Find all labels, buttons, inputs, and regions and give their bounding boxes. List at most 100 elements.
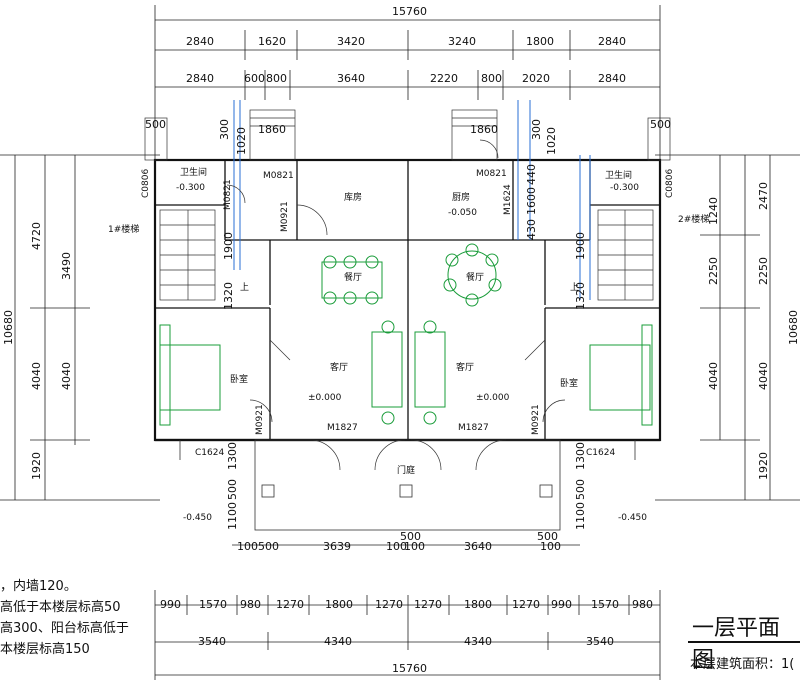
dim-porch-4: 100 [404,540,425,553]
note-line-3: 本楼层标高150 [0,642,90,657]
stairs-left [159,209,216,301]
dim-1320-right: 1320 [574,282,587,310]
note-line-2: 高300、阳台标高低于 [0,621,129,636]
dim-top-1860-left: 1860 [258,123,286,136]
dim-top-r2-5: 800 [481,72,502,85]
dim-top-r1-0: 2840 [186,35,214,48]
door-swings [226,139,566,471]
dim-porch-3: 100 [386,540,407,553]
dim-1020-left: 1020 [235,127,248,155]
living-left-label: 客厅 [330,361,348,373]
bottom-dimension-texts: 990 1570 980 1270 1800 1270 1270 1800 12… [160,530,653,675]
dim-left-inner-1: 4040 [60,362,73,390]
note-line-0: ，内墙120。 [0,579,77,594]
dim-bot-r1-4: 1800 [325,598,353,611]
dim-left-mid-1: 4040 [30,362,43,390]
level-right: ±0.000 [476,393,510,403]
window-c1624-left: C1624 [195,448,224,458]
dim-porch-1: 500 [258,540,279,553]
window-c0806-left: C0806 [141,169,151,198]
bath-left-label: 卫生间 [180,166,207,178]
dim-top-r1-3: 3240 [448,35,476,48]
dim-bot-r1-8: 1270 [512,598,540,611]
stairs-right [597,209,654,301]
dim-right-mid-0: 2470 [757,182,770,210]
dim-bot-r1-10: 1570 [591,598,619,611]
dim-porch-8: 500 [400,530,421,543]
window-c0806-right: C0806 [665,169,675,198]
side-dimension-texts: 10680 4720 4040 1920 3490 4040 10680 247… [2,119,800,530]
top-dimension-texts: 15760 2840 1620 3420 3240 1800 2840 2840… [145,5,671,136]
dim-300-right: 300 [530,119,543,140]
stair-left-label: 1#楼梯 [108,223,139,235]
dining-right-label: 餐厅 [466,271,484,283]
dim-bot-r1-1: 1570 [199,598,227,611]
dim-top-total: 15760 [392,5,427,18]
dim-right-inner-1: 2250 [707,257,720,285]
outside-level-right: -0.450 [618,513,647,523]
dim-440: 440 [525,164,538,185]
dim-1300-right: 1300 [574,442,587,470]
dim-bot-r1-11: 980 [632,598,653,611]
door-m0921-left: M0921 [255,404,265,435]
bedroom-left-label: 卧室 [230,373,248,385]
dim-top-500-left: 500 [145,118,166,131]
room-labels: 卫生间 -0.300 卫生间 -0.300 库房 厨房 -0.050 1#楼梯 … [108,166,709,523]
stair-right-label: 2#楼梯 [678,213,709,225]
kitchen-label: 厨房 [452,191,470,203]
dim-bot-r2-1: 4340 [324,635,352,648]
outside-level-left: -0.450 [183,513,212,523]
bottom-dimension-lines [154,544,661,680]
door-m0821-vertical: M0821 [223,179,233,210]
top-dimension-lines [154,5,661,165]
furniture [159,243,653,426]
title-underline [688,641,800,643]
dim-top-r1-2: 3420 [337,35,365,48]
dim-porch-2: 3639 [323,540,351,553]
dim-right-mid-2: 4040 [757,362,770,390]
drawing-title: 一层平面图 [692,616,781,673]
level-left: ±0.000 [308,393,342,403]
dim-bot-r1-9: 990 [551,598,572,611]
dining-left-label: 餐厅 [344,271,362,283]
dim-500-right-low: 500 [574,479,587,500]
door-tags: M0821 M0821 M1827 M1827 C1624 C1624 M092… [141,169,675,458]
dim-right-outer: 10680 [787,310,800,345]
dim-1100-left: 1100 [226,502,239,530]
dim-porch-7: 100 [540,540,561,553]
dim-porch-6: 500 [537,530,558,543]
dim-bot-r2-0: 3540 [198,635,226,648]
bath-right-label: 卫生间 [605,169,632,181]
door-m0821-left: M0821 [263,171,294,181]
dim-300-left: 300 [218,119,231,140]
dim-top-r2-7: 2840 [598,72,626,85]
dim-right-inner-0: 1240 [707,197,720,225]
dim-porch-0: 100 [237,540,258,553]
door-m0921-upper: M0921 [280,201,290,232]
dim-bot-r2-3: 3540 [586,635,614,648]
dim-top-r1-1: 1620 [258,35,286,48]
dim-bot-r1-0: 990 [160,598,181,611]
blue-axis-lines [233,100,591,300]
dim-1900-right: 1900 [574,232,587,260]
dim-top-r2-1: 600 [244,72,265,85]
dim-top-1860-right: 1860 [470,123,498,136]
stair-right-up: 上 [570,282,579,293]
dim-left-mid-0: 4720 [30,222,43,250]
interior-walls [155,160,660,440]
porch-outline [179,439,636,531]
dim-bot-total: 15760 [392,662,427,675]
door-m0921-right: M0921 [531,404,541,435]
dim-bot-r1-7: 1800 [464,598,492,611]
dim-top-r2-4: 2220 [430,72,458,85]
dim-1320-left: 1320 [222,282,235,310]
top-steps [144,109,671,161]
dim-left-outer: 10680 [2,310,15,345]
bedroom-right-label: 卧室 [560,377,578,389]
dim-left-inner-0: 3490 [60,252,73,280]
dim-bot-r1-6: 1270 [414,598,442,611]
door-m1827-right: M1827 [458,423,489,433]
dim-430: 430 [525,219,538,240]
kitchen-level: -0.050 [448,208,477,218]
